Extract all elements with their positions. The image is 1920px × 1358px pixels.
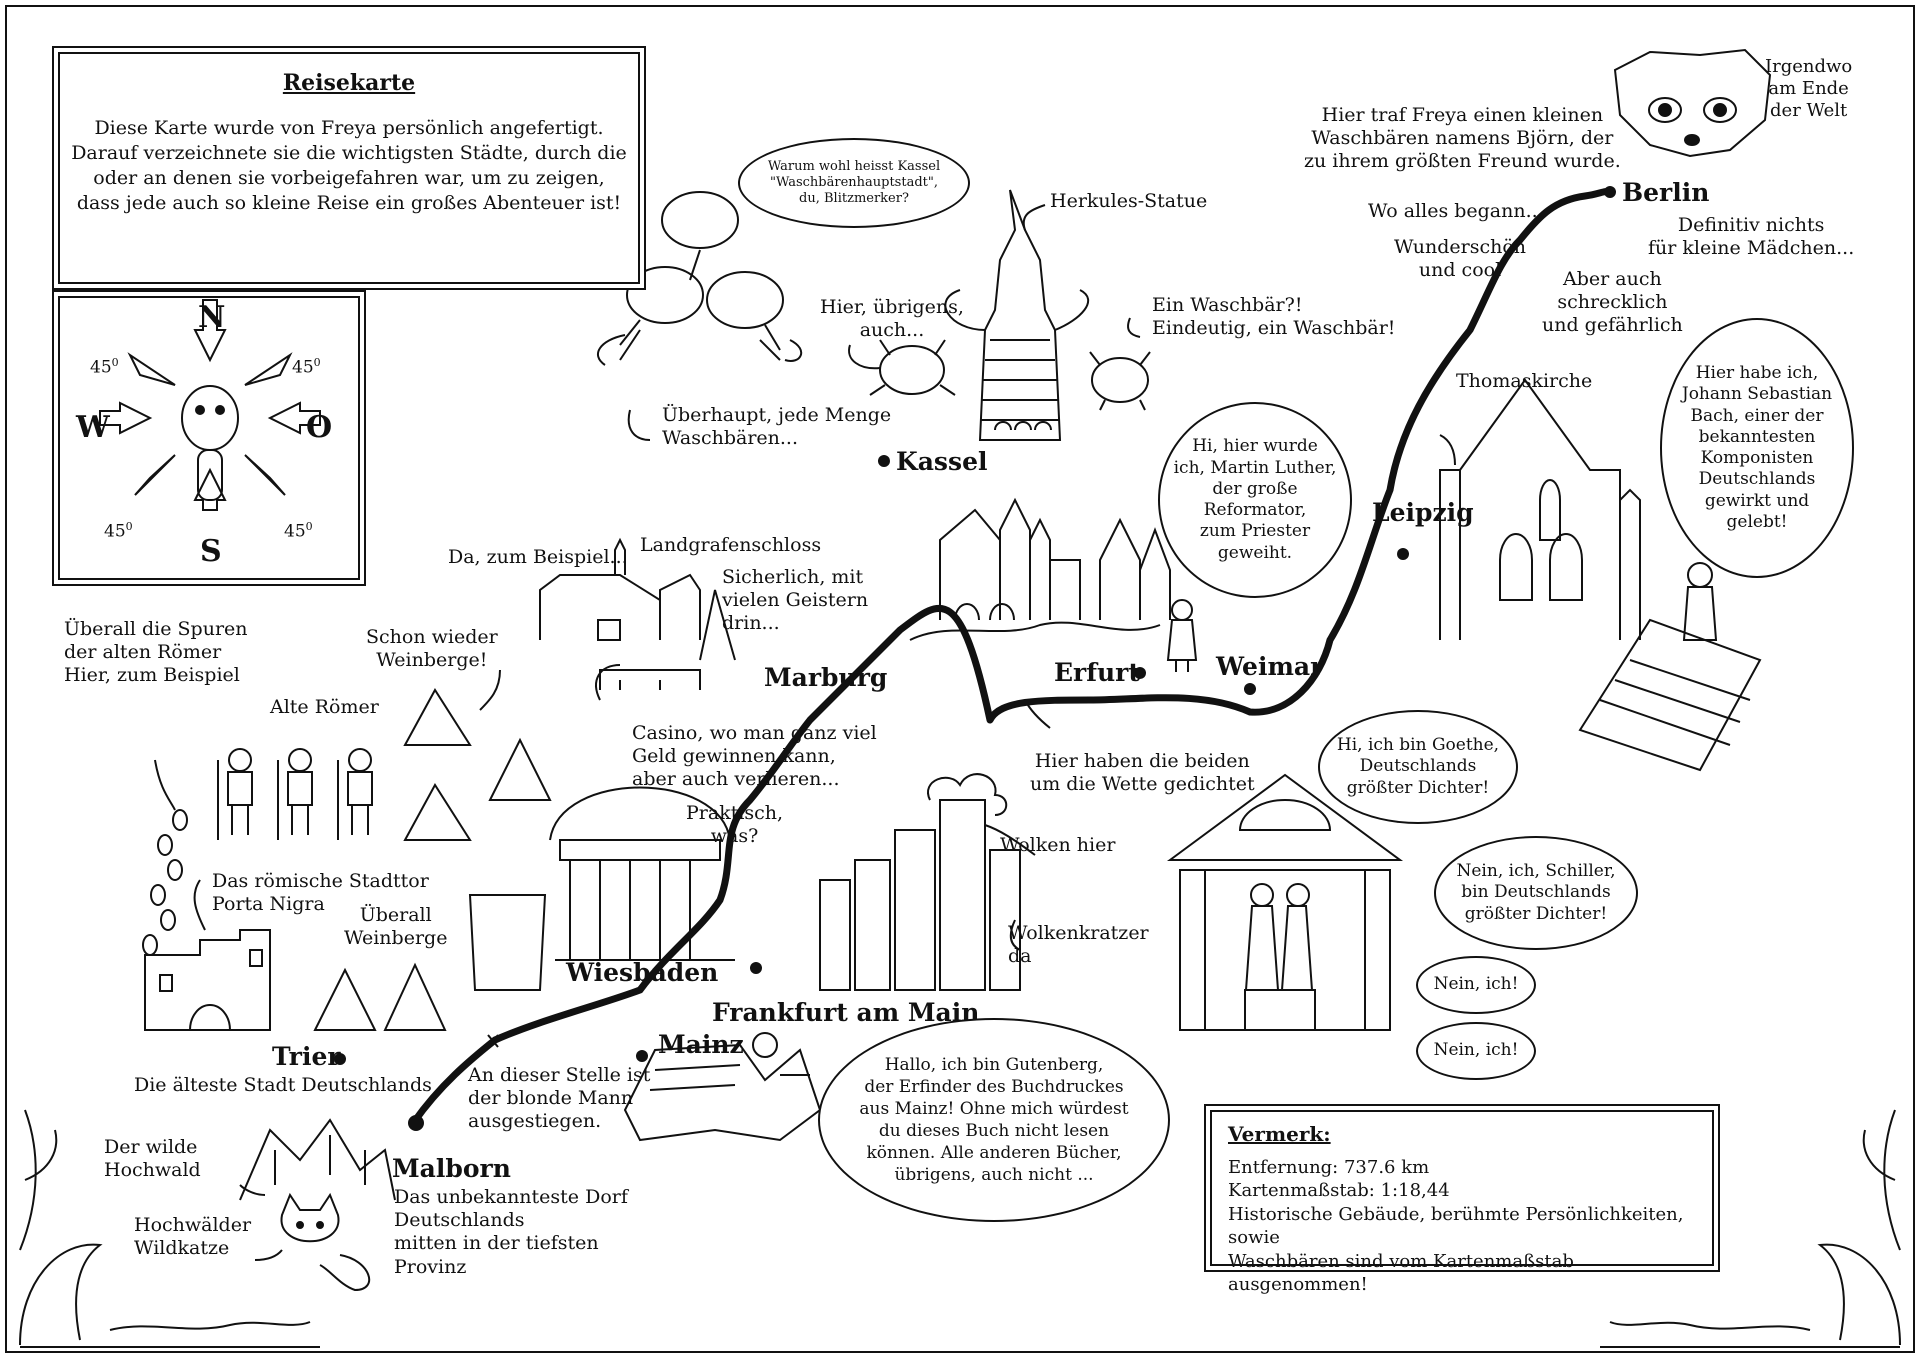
luther-figure-drawing xyxy=(1166,599,1198,672)
page-frame xyxy=(5,5,1915,1353)
goethe-schiller-monument-drawing xyxy=(1166,773,1404,1031)
note-lines: Entfernung: 737.6 km Kartenmaßstab: 1:18… xyxy=(1228,1157,1684,1295)
label-ueberall-weinberge: Überall Weinberge xyxy=(344,904,448,950)
label-wolkenkratzer: Wolkenkratzer da xyxy=(1008,922,1149,968)
label-ueberhaupt: Überhaupt, jede Menge Waschbären... xyxy=(662,404,892,450)
label-casino: Casino, wo man ganz viel Geld gewinnen k… xyxy=(632,722,877,791)
annotation-arrows xyxy=(154,204,1456,1261)
compass-degree-sw: 450 xyxy=(104,520,133,542)
corner-ornaments xyxy=(19,1109,1901,1348)
city-dot-erfurt xyxy=(1134,667,1146,679)
compass-degree-ne: 450 xyxy=(292,356,321,378)
city-label-erfurt: Erfurt xyxy=(1054,658,1140,687)
city-label-kassel: Kassel xyxy=(896,447,988,476)
label-hier-uebrigens: Hier, übrigens, auch... xyxy=(820,296,964,342)
berlin-raccoon-drawing xyxy=(1613,48,1772,158)
label-trier-sub: Die älteste Stadt Deutschlands xyxy=(134,1074,432,1096)
legend-text: Diese Karte wurde von Freya persönlich a… xyxy=(71,117,627,215)
note-title: Vermerk: xyxy=(1228,1122,1331,1146)
bubble-gutenberg: Hallo, ich bin Gutenberg, der Erfinder d… xyxy=(818,1018,1170,1222)
label-malborn-sub: Das unbekannteste Dorf Deutschlands mitt… xyxy=(394,1186,628,1278)
note-box: Vermerk: Entfernung: 737.6 km Kartenmaßs… xyxy=(1210,1110,1714,1295)
herkules-monument-drawing xyxy=(944,189,1089,441)
city-label-weimar: Weimar xyxy=(1216,652,1324,681)
hochwald-forest-drawing xyxy=(239,1118,396,1201)
marburg-castle-drawing xyxy=(539,537,736,690)
roman-soldiers-drawing xyxy=(217,748,373,840)
city-label-malborn: Malborn xyxy=(392,1154,511,1183)
city-dot-mainz xyxy=(636,1050,648,1062)
label-gedichtet: Hier haben die beiden um die Wette gedic… xyxy=(1030,750,1255,796)
city-dot-trier xyxy=(334,1053,346,1065)
kassel-small-raccoons-drawing xyxy=(869,339,1151,411)
wildcat-drawing xyxy=(280,1192,371,1292)
label-irgendwo: Irgendwo am Ende der Welt xyxy=(1765,56,1853,121)
label-da-beispiel: Da, zum Beispiel... xyxy=(448,546,628,568)
thomaskirche-drawing xyxy=(1439,378,1641,640)
kassel-raccoons-drawing xyxy=(597,191,803,366)
bubble-goethe: Hi, ich bin Goethe, Deutschlands größter… xyxy=(1318,710,1518,824)
porta-nigra-drawing xyxy=(144,929,271,1031)
label-praktisch: Praktisch, was? xyxy=(686,802,784,848)
frankfurt-skyline-drawing xyxy=(819,773,1021,991)
city-label-leipzig: Leipzig xyxy=(1372,498,1474,527)
legend-box: Reisekarte Diese Karte wurde von Freya p… xyxy=(58,52,640,284)
label-hochwald: Der wilde Hochwald xyxy=(104,1136,201,1182)
city-dot-kassel xyxy=(878,455,890,467)
bubble-kassel-question: Warum wohl heisst Kassel "Waschbärenhaup… xyxy=(738,138,970,228)
label-aber-auch: Aber auch schrecklich und gefährlich xyxy=(1542,268,1683,337)
label-landgrafenschloss: Landgrafenschloss xyxy=(640,534,822,556)
city-dot-leipzig xyxy=(1397,548,1409,560)
label-wunderschoen: Wunderschön und cool xyxy=(1394,236,1527,282)
city-dot-malborn xyxy=(408,1115,424,1131)
casino-drawing xyxy=(468,786,735,991)
compass-south: S xyxy=(200,534,222,569)
roman-footprints-drawing xyxy=(142,809,188,956)
compass-degree-se: 450 xyxy=(284,520,313,542)
vineyards-drawing xyxy=(313,688,552,1031)
compass-east: O xyxy=(306,410,333,445)
city-label-mainz: Mainz xyxy=(658,1030,744,1059)
label-alte-roemer: Alte Römer xyxy=(270,696,379,718)
compass-west: W xyxy=(76,410,110,445)
label-geistern: Sicherlich, mit vielen Geistern drin... xyxy=(722,566,869,635)
city-label-berlin: Berlin xyxy=(1622,178,1710,207)
legend-title: Reisekarte xyxy=(282,70,416,96)
bubble-bach: Hier habe ich, Johann Sebastian Bach, ei… xyxy=(1660,318,1854,578)
city-label-marburg: Marburg xyxy=(764,663,888,692)
label-blonde-mann: An dieser Stelle ist der blonde Mann aus… xyxy=(468,1064,651,1133)
city-dot-berlin xyxy=(1604,186,1616,198)
bubble-schiller: Nein, ich, Schiller, bin Deutschlands gr… xyxy=(1434,836,1638,950)
compass-box: N S W O 450 450 450 450 xyxy=(58,296,360,580)
city-label-wiesbaden: Wiesbaden xyxy=(566,958,719,987)
city-dot-weimar xyxy=(1244,683,1256,695)
label-schon-wieder: Schon wieder Weinberge! xyxy=(366,626,498,672)
city-dot-frankfurt xyxy=(750,962,762,974)
compass-north: N xyxy=(198,300,226,335)
bach-figure-drawing xyxy=(1578,562,1762,772)
bubble-luther: Hi, hier wurde ich, Martin Luther, der g… xyxy=(1158,402,1352,598)
label-stadttor: Das römische Stadttor Porta Nigra xyxy=(212,870,429,916)
erfurt-cathedral-drawing xyxy=(909,497,1171,641)
compass-degree-nw: 450 xyxy=(90,356,119,378)
label-wolken: Wolken hier xyxy=(1000,834,1116,856)
city-label-frankfurt: Frankfurt am Main xyxy=(712,998,980,1027)
label-bjoern: Hier traf Freya einen kleinen Waschbären… xyxy=(1304,104,1621,173)
label-herkules: Herkules-Statue xyxy=(1050,190,1208,212)
label-definitiv: Definitiv nichts für kleine Mädchen... xyxy=(1648,214,1855,260)
gutenberg-book-drawing xyxy=(623,1032,822,1142)
label-ein-waschbaer: Ein Waschbär?! Eindeutig, ein Waschbär! xyxy=(1152,294,1396,340)
bubble-nein-1: Nein, ich! xyxy=(1416,956,1536,1014)
city-label-trier: Trier xyxy=(272,1042,341,1071)
bubble-nein-2: Nein, ich! xyxy=(1416,1022,1536,1080)
label-thomaskirche: Thomaskirche xyxy=(1456,370,1593,392)
label-spuren: Überall die Spuren der alten Römer Hier,… xyxy=(64,618,248,687)
label-wildkatze: Hochwälder Wildkatze xyxy=(134,1214,252,1260)
compass-rose xyxy=(99,299,321,511)
label-wo-alles-begann: Wo alles begann... xyxy=(1368,200,1544,222)
travel-route xyxy=(410,188,1614,1126)
